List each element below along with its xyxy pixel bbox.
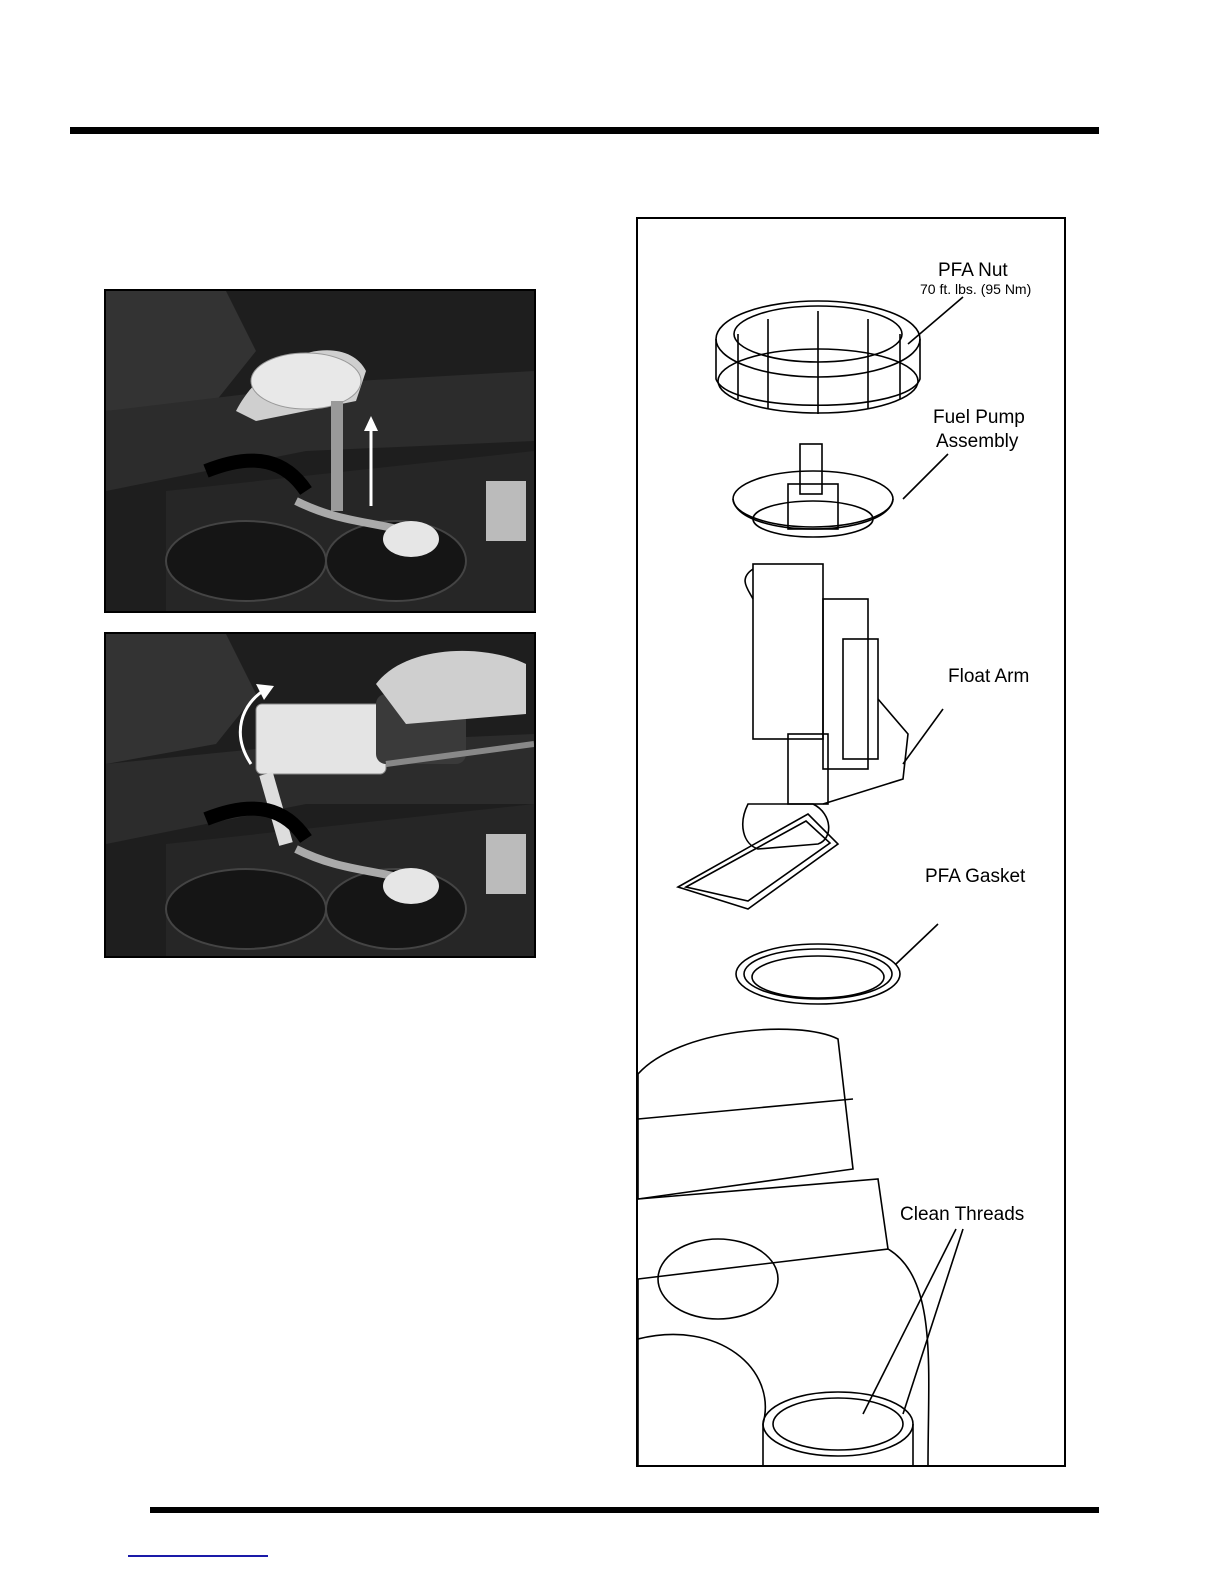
- photo-lift-fuel-pump: [104, 289, 536, 613]
- label-pfa-nut-torque: 70 ft. lbs. (95 Nm): [920, 281, 1031, 298]
- footer-rule: [150, 1507, 1099, 1513]
- photo-tilt-fuel-pump: [104, 632, 536, 958]
- label-pfa-nut: PFA Nut: [938, 259, 1008, 282]
- label-clean-threads: Clean Threads: [900, 1203, 1024, 1226]
- header-rule: [70, 127, 1099, 134]
- fuel-pump-exploded-diagram: PFA Nut 70 ft. lbs. (95 Nm) Fuel Pump As…: [636, 217, 1066, 1467]
- label-pfa-gasket: PFA Gasket: [925, 865, 1025, 888]
- label-float-arm: Float Arm: [948, 665, 1029, 688]
- footer-link-underline[interactable]: [128, 1555, 268, 1557]
- photo-lift-fuel-pump-image: [106, 291, 534, 611]
- label-fuel-pump: Fuel Pump: [933, 406, 1025, 429]
- label-assembly: Assembly: [936, 430, 1018, 453]
- photo-tilt-fuel-pump-image: [106, 634, 534, 956]
